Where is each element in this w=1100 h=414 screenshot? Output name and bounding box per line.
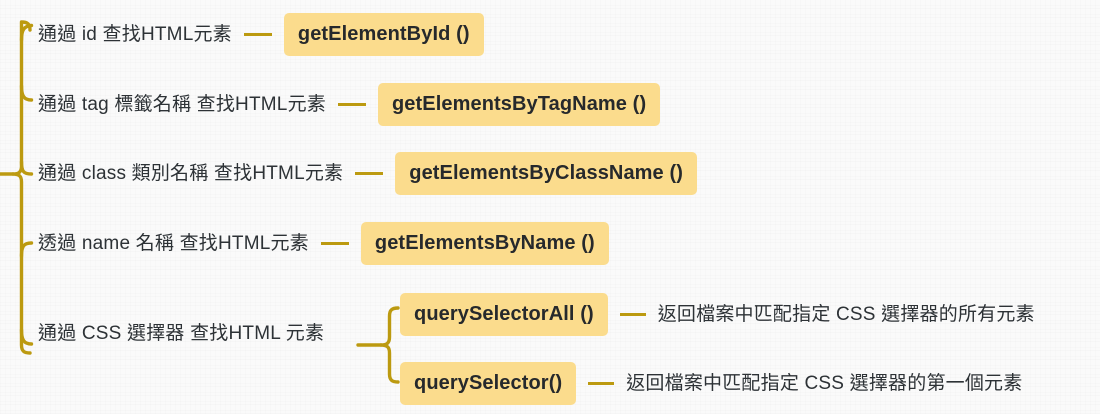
horizontal-dash-icon: [337, 103, 366, 106]
branch-label-by-id: 通過 id 查找HTML元素: [38, 24, 232, 45]
horizontal-dash-icon: [588, 382, 615, 385]
method-chip-get-elements-by-tag-name[interactable]: getElementsByTagName (): [377, 83, 661, 126]
css-sub-curly-brace-icon: [379, 306, 400, 384]
method-chip-get-elements-by-class-name[interactable]: getElementsByClassName (): [395, 152, 697, 195]
description-query-selector: 返回檔案中匹配指定 CSS 選擇器的第一個元素: [626, 373, 1023, 394]
branch-row-by-name: 透過 name 名稱 查找HTML元素 getElementsByName (): [38, 222, 609, 265]
root-brace-arm-1: [19, 23, 34, 42]
method-chip-query-selector-all[interactable]: querySelectorAll (): [400, 293, 608, 336]
branch-label-by-name: 透過 name 名稱 查找HTML元素: [38, 233, 309, 254]
method-chip-get-element-by-id[interactable]: getElementById (): [283, 13, 484, 56]
branch-row-by-css-selector: 通過 CSS 選擇器 查找HTML 元素: [38, 324, 324, 343]
root-brace-arm-2: [19, 84, 34, 102]
description-query-selector-all: 返回檔案中匹配指定 CSS 選擇器的所有元素: [657, 304, 1035, 325]
root-brace-arm-3: [19, 160, 34, 176]
horizontal-dash-icon: [320, 242, 349, 245]
horizontal-dash-icon: [243, 33, 272, 36]
branch-row-query-selector-all: querySelectorAll () 返回檔案中匹配指定 CSS 選擇器的所有…: [400, 293, 1035, 336]
branch-row-by-tag: 通過 tag 標籤名稱 查找HTML元素 getElementsByTagNam…: [38, 83, 661, 126]
branch-row-by-class: 通過 class 類別名稱 查找HTML元素 getElementsByClas…: [38, 152, 697, 195]
root-brace-arm-5: [19, 328, 34, 346]
branch-row-by-id: 通過 id 查找HTML元素 getElementById (): [38, 13, 484, 56]
branch-label-by-tag: 通過 tag 標籤名稱 查找HTML元素: [38, 94, 326, 115]
method-chip-get-elements-by-name[interactable]: getElementsByName (): [360, 222, 609, 265]
root-curly-brace-icon: [11, 20, 32, 355]
horizontal-dash-icon: [619, 313, 646, 316]
branch-row-query-selector: querySelector() 返回檔案中匹配指定 CSS 選擇器的第一個元素: [400, 362, 1022, 405]
root-brace-arm-4: [19, 241, 34, 258]
branch-label-by-class: 通過 class 類別名稱 查找HTML元素: [38, 163, 344, 184]
method-chip-query-selector[interactable]: querySelector(): [400, 362, 577, 405]
horizontal-dash-icon: [355, 172, 384, 175]
branch-label-by-css-selector: 通過 CSS 選擇器 查找HTML 元素: [38, 323, 325, 344]
